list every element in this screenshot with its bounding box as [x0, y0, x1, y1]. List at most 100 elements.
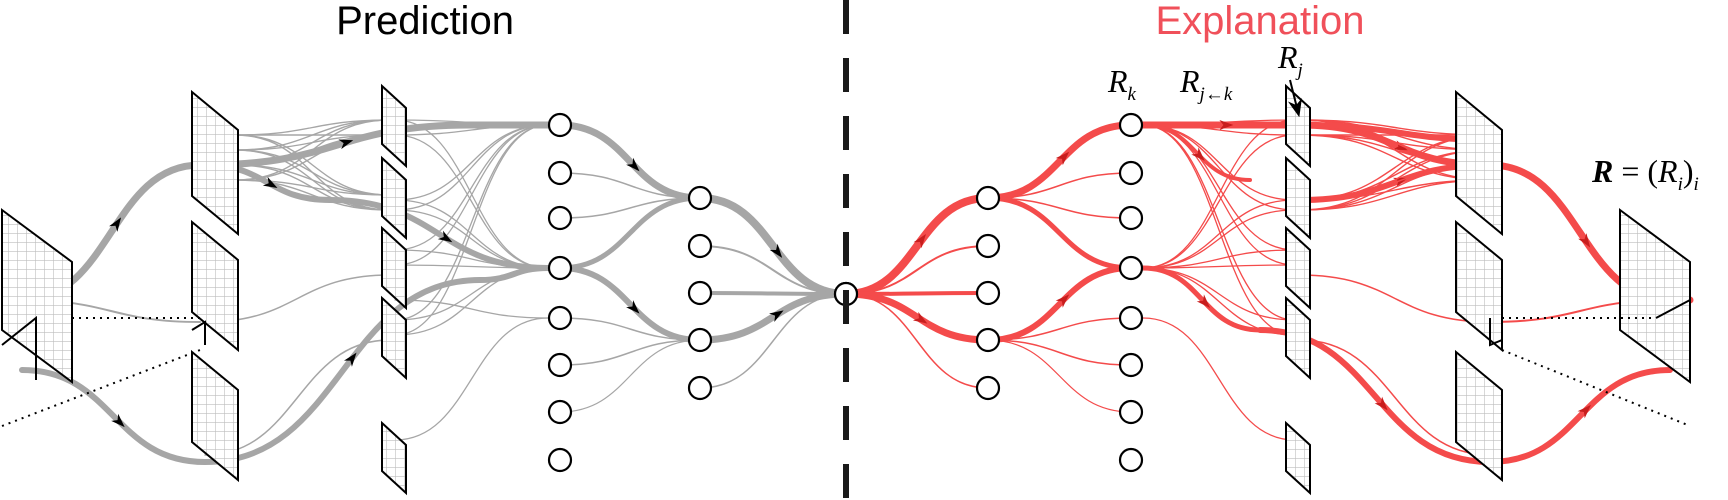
prediction-title: Prediction: [336, 0, 514, 43]
explanation-neuron: [1118, 160, 1144, 186]
relevance-flow: [987, 339, 1132, 366]
relevance-arrow: [1219, 120, 1234, 130]
relevance-flow: [987, 317, 1132, 341]
relevance-flow: [985, 195, 1134, 271]
relevance-arrow: [1196, 294, 1211, 308]
relevance-flow: [842, 194, 992, 298]
explanation-neuron: [975, 327, 1001, 353]
label-r-j: Rj: [1277, 39, 1303, 81]
relevance-flow: [1142, 209, 1296, 269]
relevance-layer2-map: [1285, 420, 1311, 496]
prediction-flow: [394, 317, 549, 441]
prediction-neuron: [687, 327, 713, 353]
relevance-arrow: [1374, 396, 1388, 411]
explanation-neuron: [975, 280, 1001, 306]
forward-arrow: [109, 217, 122, 232]
relevance-arrow: [1392, 177, 1408, 188]
relevance-arrow: [912, 311, 928, 324]
relevance-input-crop: [1655, 298, 1691, 380]
layer2-map: [381, 83, 407, 169]
label-r-k: Rk: [1107, 63, 1137, 105]
relevance-flow: [985, 265, 1134, 343]
prediction-flow: [394, 124, 549, 266]
forward-arrow: [344, 352, 357, 367]
prediction-neuron: [547, 205, 573, 231]
relevance-layer2-map-grid: [1285, 420, 1311, 496]
relevance-flow: [1142, 199, 1296, 269]
explanation-neuron: [1118, 447, 1144, 473]
relevance-flow: [1142, 267, 1296, 336]
relevance-arrow: [1055, 294, 1070, 308]
prediction-flow: [19, 367, 208, 465]
prediction-neuron: [547, 399, 573, 425]
layer2-map: [381, 295, 407, 381]
relevance-input-map: [1619, 208, 1691, 384]
forward-arrow: [338, 139, 354, 150]
relevance-layer2-map: [1285, 225, 1311, 311]
prediction-neuron: [547, 305, 573, 331]
layer2-map-grid: [381, 155, 407, 241]
prediction-neuron: [687, 233, 713, 259]
prediction-neuron: [547, 352, 573, 378]
label-r-j-from-k: Rj←k: [1179, 63, 1233, 105]
forward-arrow: [437, 230, 453, 243]
relevance-input-map-grid: [1619, 208, 1691, 384]
relevance-flow: [987, 172, 1132, 199]
relevance-arrow: [1191, 147, 1205, 161]
relevance-layer2-map-grid: [1285, 225, 1311, 311]
layer2-map-grid: [381, 225, 407, 311]
explanation-neuron: [1118, 205, 1144, 231]
layer2-map-grid: [381, 420, 407, 496]
explanation-neuron: [1118, 305, 1144, 331]
relevance-layer1-map-grid: [1455, 349, 1503, 483]
prediction-neuron: [547, 112, 573, 138]
prediction-flow: [696, 194, 850, 298]
label-r-j-arrow: [1287, 79, 1302, 118]
prediction-flow: [394, 124, 549, 336]
relevance-flow: [1141, 123, 1252, 182]
relevance-flow: [1487, 367, 1673, 465]
relevance-flow: [1140, 265, 1263, 333]
label-relevance-vector: R = (Ri)i: [1591, 153, 1699, 195]
feature-map-layer: [1, 83, 1691, 496]
prediction-flow: [559, 339, 701, 413]
layer1-map-crop: [191, 320, 206, 345]
relevance-flow: [1142, 264, 1296, 269]
relevance-arrow: [1578, 233, 1591, 248]
layer1-map-grid: [191, 349, 239, 483]
prediction-flow: [201, 121, 474, 169]
forward-arrow: [626, 300, 640, 314]
relevance-flow: [984, 121, 1135, 202]
prediction-neuron: [547, 160, 573, 186]
relevance-arrow: [1577, 404, 1592, 419]
neuron-layer: [547, 112, 1144, 473]
prediction-neuron: [687, 185, 713, 211]
input-map: [1, 208, 73, 384]
receptive-field-line: [1501, 349, 1691, 427]
relevance-layer2-map-grid: [1285, 83, 1311, 169]
prediction-flow: [696, 290, 850, 344]
relevance-flow: [987, 339, 1132, 413]
prediction-flow: [202, 277, 483, 465]
prediction-flow: [556, 121, 704, 202]
relevance-layer1-map: [1455, 349, 1503, 483]
prediction-flow: [698, 291, 848, 296]
layer1-map: [191, 349, 239, 483]
prediction-flow: [394, 124, 549, 201]
prediction-flow: [557, 265, 703, 343]
layer2-map: [381, 225, 407, 311]
relevance-layer1-map: [1455, 89, 1503, 237]
relevance-flow: [1142, 267, 1296, 321]
prediction-flow: [394, 299, 549, 319]
layer1-map-grid: [191, 219, 239, 353]
relevance-layer1-map-grid: [1455, 89, 1503, 237]
prediction-flow: [559, 197, 701, 219]
prediction-flow: [559, 172, 701, 199]
prediction-flow: [559, 317, 701, 341]
prediction-flow: [477, 265, 551, 283]
relevance-layer2-map: [1285, 295, 1311, 381]
layer2-map: [381, 155, 407, 241]
relevance-layer2-map-grid: [1285, 295, 1311, 381]
layer1-map: [191, 219, 239, 353]
relevance-layer1-map-grid: [1455, 219, 1503, 353]
